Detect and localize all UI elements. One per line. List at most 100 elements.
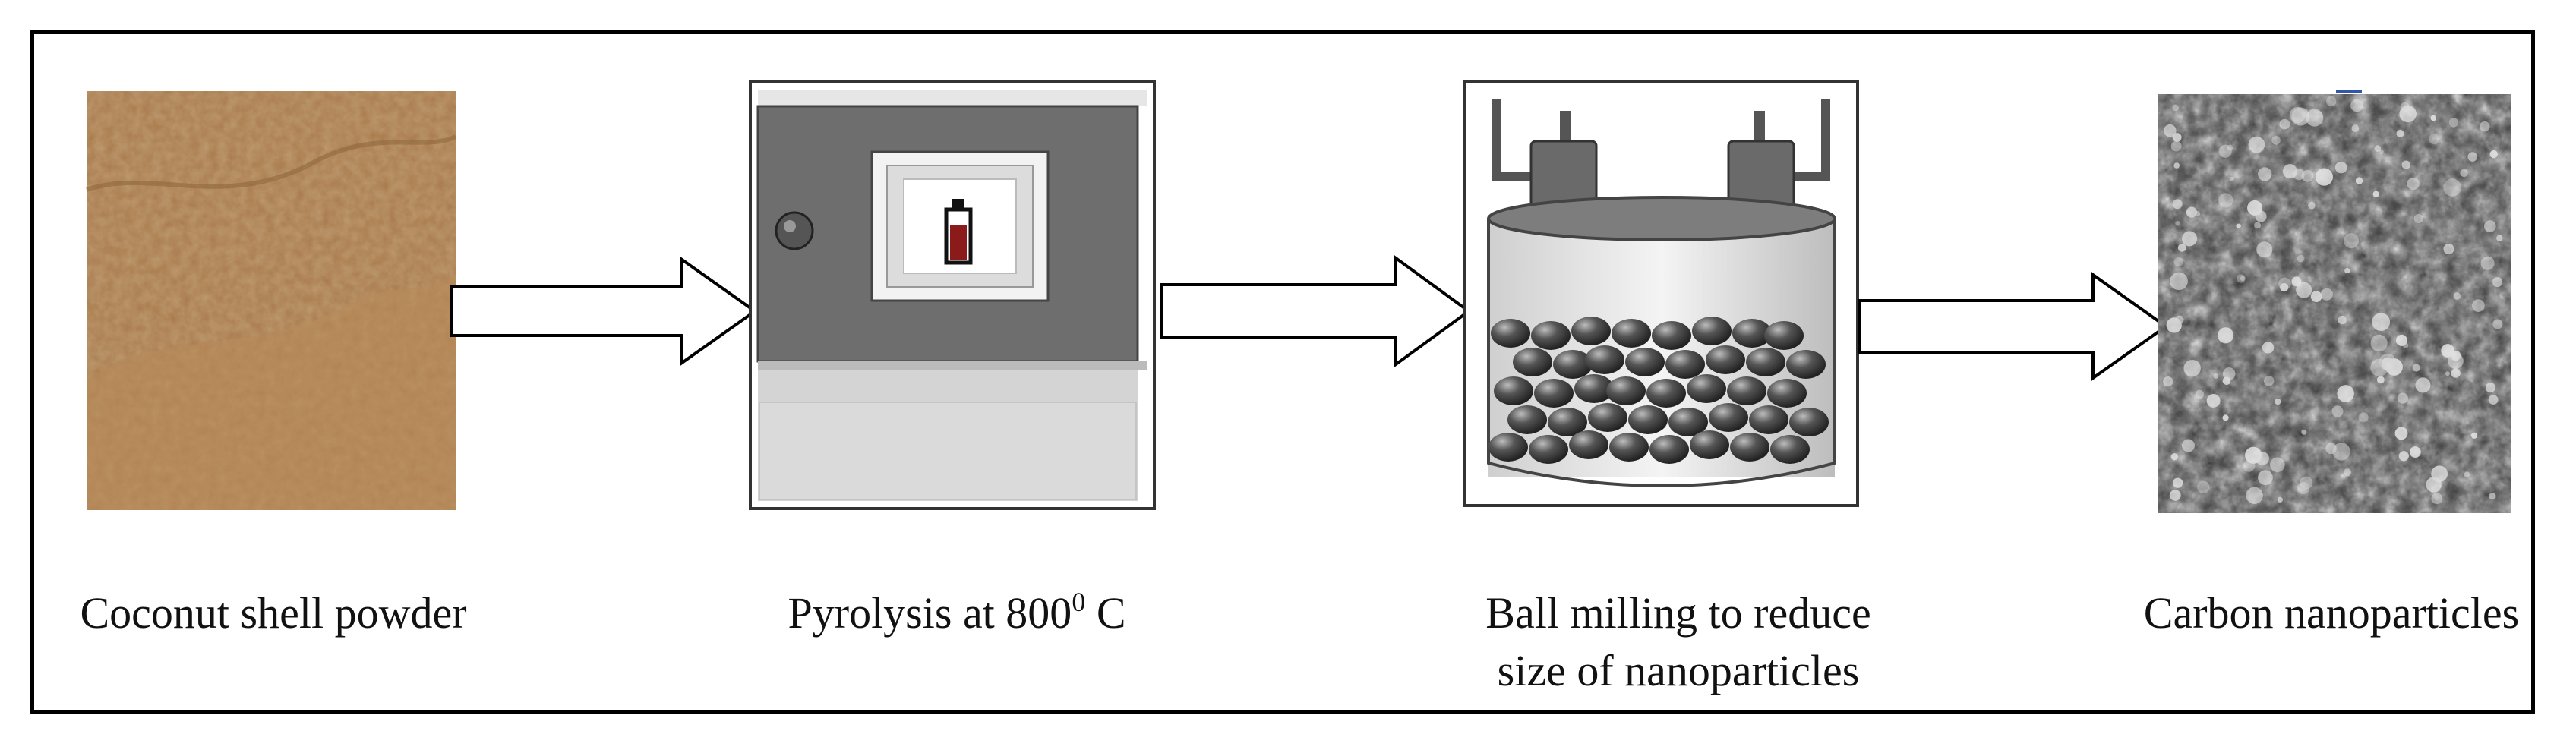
sem-particle <box>2175 220 2180 226</box>
sem-particle <box>2183 359 2201 377</box>
sem-particle <box>2263 376 2275 386</box>
mill-ball <box>1534 379 1574 408</box>
sem-particle <box>2415 377 2431 393</box>
powder-photo <box>86 91 457 510</box>
sem-particle <box>2401 160 2410 169</box>
sem-particle <box>2338 315 2347 325</box>
mill-ball <box>1571 317 1611 345</box>
sem-particle <box>2258 470 2273 485</box>
mill-ball <box>1789 408 1829 436</box>
sem-particle <box>2229 176 2234 181</box>
sem-particle <box>2488 395 2499 405</box>
sem-particle <box>2296 282 2312 298</box>
mill-ball <box>1569 430 1608 459</box>
sem-particle <box>2247 200 2263 216</box>
caption-coconut: Coconut shell powder <box>80 588 467 638</box>
sem-particle <box>2445 371 2450 376</box>
sem-particle <box>2350 99 2363 112</box>
sem-particle <box>2397 392 2408 404</box>
mill-ball <box>1727 376 1766 405</box>
mill-ball <box>1574 374 1614 403</box>
sem-particle <box>2372 313 2391 332</box>
sem-particle <box>2278 277 2291 291</box>
sem-particle <box>2492 277 2503 288</box>
sem-particle <box>2374 145 2382 152</box>
mill-ball <box>1606 376 1646 405</box>
sem-particle <box>2376 376 2385 384</box>
mill-ball <box>1692 317 1732 345</box>
mill-ball <box>1507 405 1547 434</box>
sem-particle <box>2163 376 2174 387</box>
sem-particle <box>2372 191 2379 197</box>
sem-particle <box>2227 144 2233 151</box>
arrow-2 <box>1160 255 1472 367</box>
mill-ball <box>1732 319 1772 348</box>
sem-particle <box>2325 443 2337 455</box>
sem-particle <box>2471 299 2485 313</box>
sem-particle <box>2480 256 2495 270</box>
mill-ball <box>1529 435 1568 464</box>
sem-particle <box>2173 477 2183 488</box>
sem-particle <box>2308 202 2316 210</box>
mill-ball <box>1585 345 1624 374</box>
sem-particle <box>2181 439 2195 452</box>
mill-ball <box>1612 319 1651 348</box>
mill-ball <box>1588 403 1627 432</box>
arrow-3 <box>1858 272 2169 381</box>
mill-ball <box>1513 348 1552 376</box>
sem-particle <box>2355 177 2363 184</box>
sem-particle <box>2426 477 2442 493</box>
sem-particle <box>2170 452 2178 461</box>
sem-particle <box>2464 471 2470 477</box>
sem-particle <box>2289 106 2306 123</box>
mill-ball <box>1786 350 1826 379</box>
sem-particle <box>2213 373 2219 379</box>
sem-particle <box>2443 178 2461 197</box>
sem-particle <box>2164 124 2177 137</box>
sem-particle <box>2301 429 2307 435</box>
sem-particle <box>2332 443 2350 461</box>
sem-particle <box>2358 412 2369 423</box>
sem-particle <box>2492 319 2503 329</box>
sem-particle <box>2344 233 2360 249</box>
sem-particle <box>2277 496 2284 503</box>
sem-particle <box>2182 231 2198 247</box>
caption-carbon: Carbon nanoparticles <box>2143 588 2520 638</box>
sem-particle <box>2172 104 2179 112</box>
mill-ball <box>1690 430 1729 459</box>
mill-ball <box>1749 405 1788 434</box>
sem-particle <box>2262 342 2275 354</box>
sem-particle <box>2399 105 2417 123</box>
caption-ball-milling: Ball milling to reduce size of nanoparti… <box>1485 588 1871 695</box>
sem-particle <box>2280 283 2289 292</box>
sem-particle <box>2379 149 2384 155</box>
sem-particle <box>2170 272 2188 291</box>
furnace-icon <box>749 80 1156 510</box>
arrow-1 <box>450 257 758 366</box>
mill-ball <box>1706 345 1745 374</box>
mill-ball <box>1730 433 1769 462</box>
sem-particle <box>2174 162 2180 169</box>
mill-ball <box>1668 408 1708 436</box>
sem-particle <box>2258 167 2272 181</box>
sem-particle <box>2222 414 2229 421</box>
sem-particle <box>2385 358 2403 376</box>
mill-ball <box>1553 350 1593 379</box>
sem-particle <box>2306 109 2324 127</box>
sem-particle <box>2195 389 2205 399</box>
sem-particle <box>2370 334 2388 352</box>
sem-particle <box>2448 353 2464 369</box>
sem-particle <box>2407 178 2420 191</box>
mill-ball <box>1625 348 1665 376</box>
sem-particle <box>2448 118 2459 128</box>
mill-ball <box>1494 376 1533 405</box>
sem-particle <box>2275 398 2281 405</box>
sem-particle <box>2470 432 2478 439</box>
sem-particle <box>2430 115 2437 121</box>
sem-particle <box>2310 291 2322 302</box>
sem-particle <box>2395 334 2407 346</box>
sem-particle <box>2396 129 2404 137</box>
sem-particle <box>2297 482 2310 495</box>
sem-particle <box>2218 327 2234 344</box>
